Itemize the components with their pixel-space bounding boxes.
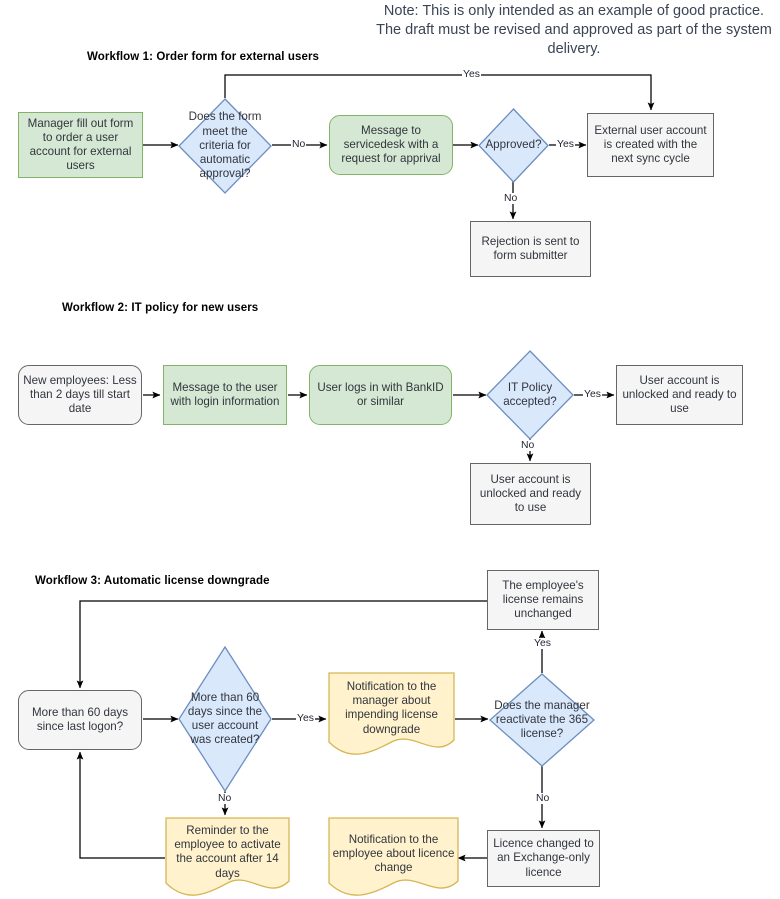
wf2-edge-label-policy-yes: Yes — [583, 389, 602, 400]
wf3-node-reminder-employee[interactable]: Reminder to the employee to activate the… — [165, 817, 290, 899]
wf2-node-account-unlocked-no[interactable]: User account is unlocked and ready to us… — [470, 463, 591, 525]
wf3-decision-reactivate[interactable]: Does the manager reactivate the 365 lice… — [489, 673, 595, 767]
wf2-node-message-user-label: Message to the user with login informati… — [170, 380, 280, 408]
wf3-decision-created-label: More than 60 days since the user account… — [187, 690, 263, 747]
wf2-node-account-unlocked-no-label: User account is unlocked and ready to us… — [479, 472, 582, 515]
diamond-shape-icon — [178, 646, 272, 792]
wf1-node-rejection-label: Rejection is sent to form submitter — [481, 234, 580, 262]
document-shape-icon — [328, 672, 455, 755]
diamond-shape-icon — [486, 350, 574, 440]
wf2-node-user-logs-in-label: User logs in with BankID or similar — [317, 380, 444, 408]
wf2-node-start[interactable]: New employees: Less than 2 days till sta… — [18, 365, 142, 425]
wf3-node-notify-employee-label: Notification to the employee about licen… — [332, 833, 455, 875]
wf3-node-license-unchanged[interactable]: The employee's license remains unchanged — [487, 570, 599, 630]
wf3-node-notify-manager[interactable]: Notification to the manager about impend… — [328, 672, 455, 756]
wf3-edge-label-created-yes: Yes — [296, 713, 315, 724]
diamond-shape-icon — [489, 673, 595, 767]
wf1-edge-label-approved-yes: Yes — [556, 139, 575, 150]
wf2-node-start-label: New employees: Less than 2 days till sta… — [23, 373, 137, 416]
workflow-1-title: Workflow 1: Order form for external user… — [87, 51, 320, 63]
wf3-edge-label-created-no: No — [217, 793, 233, 804]
wf1-decision-approved[interactable]: Approved? — [478, 108, 549, 183]
wf1-node-rejection[interactable]: Rejection is sent to form submitter — [470, 221, 591, 277]
wf1-edge-label-approved-no: No — [503, 193, 519, 204]
wf1-decision-criteria[interactable]: Does the form meet the criteria for auto… — [178, 98, 272, 194]
document-shape-icon — [328, 817, 459, 896]
wf1-edge-label-criteria-yes: Yes — [462, 69, 481, 80]
wf1-decision-approved-label: Approved? — [485, 138, 542, 152]
wf3-node-last-logon-label: More than 60 days since last logon? — [31, 705, 129, 733]
wf1-decision-criteria-label: Does the form meet the criteria for auto… — [188, 110, 262, 181]
wf2-edge-label-policy-no: No — [520, 440, 536, 451]
wf1-node-message-servicedesk[interactable]: Message to servicedesk with a request fo… — [329, 115, 453, 175]
disclaimer-note: Note: This is only intended as an exampl… — [376, 3, 772, 57]
wf3-node-reminder-employee-label: Reminder to the employee to activate the… — [174, 824, 281, 880]
wf3-node-licence-changed[interactable]: Licence changed to an Exchange-only lice… — [487, 830, 600, 887]
wf1-node-message-servicedesk-label: Message to servicedesk with a request fo… — [341, 123, 441, 166]
wf3-node-notify-employee[interactable]: Notification to the employee about licen… — [328, 817, 459, 899]
wf2-node-account-unlocked-yes[interactable]: User account is unlocked and ready to us… — [616, 365, 743, 425]
wf2-decision-policy[interactable]: IT Policy accepted? — [486, 350, 574, 440]
wf2-node-account-unlocked-yes-label: User account is unlocked and ready to us… — [622, 373, 737, 416]
wf3-node-licence-changed-label: Licence changed to an Exchange-only lice… — [493, 837, 594, 879]
wf3-decision-created[interactable]: More than 60 days since the user account… — [178, 646, 272, 792]
wf1-edge-label-criteria-no: No — [291, 139, 307, 150]
diamond-shape-icon — [178, 98, 272, 194]
workflow-2-title: Workflow 2: IT policy for new users — [62, 302, 259, 314]
wf3-node-license-unchanged-label: The employee's license remains unchanged — [502, 578, 584, 621]
workflow-3-title: Workflow 3: Automatic license downgrade — [35, 575, 270, 587]
wf3-decision-reactivate-label: Does the manager reactivate the 365 lice… — [494, 698, 590, 741]
wf3-edge-label-reactivate-yes: Yes — [533, 638, 552, 649]
wf1-node-account-created[interactable]: External user account is created with th… — [587, 113, 714, 177]
wf2-node-user-logs-in[interactable]: User logs in with BankID or similar — [309, 365, 452, 425]
wf2-node-message-user[interactable]: Message to the user with login informati… — [163, 365, 287, 425]
document-shape-icon — [165, 817, 290, 896]
wf3-node-notify-manager-label: Notification to the manager about impend… — [345, 680, 438, 736]
diamond-shape-icon — [478, 108, 549, 183]
wf1-node-start-label: Manager fill out form to order a user ac… — [27, 116, 134, 173]
wf3-node-last-logon[interactable]: More than 60 days since last logon? — [18, 690, 142, 750]
wf3-edge-label-reactivate-no: No — [535, 793, 551, 804]
wf1-node-start[interactable]: Manager fill out form to order a user ac… — [18, 112, 143, 178]
wf1-node-account-created-label: External user account is created with th… — [594, 123, 707, 166]
wf2-decision-policy-label: IT Policy accepted? — [503, 380, 557, 408]
